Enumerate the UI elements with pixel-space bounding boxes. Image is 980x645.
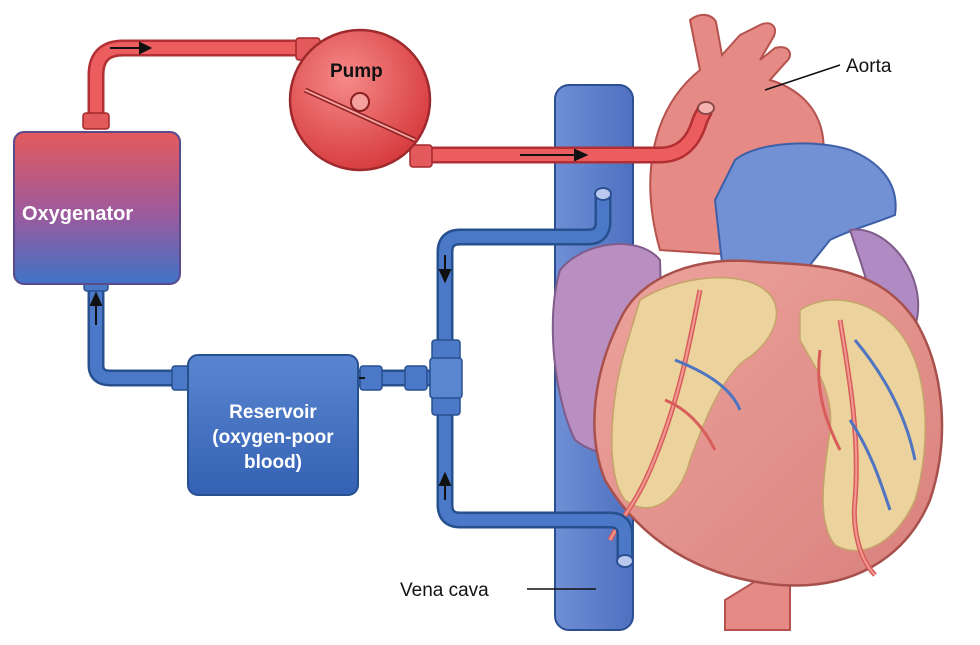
- pulmonary-artery: [713, 142, 897, 291]
- oxygenator-label: Oxygenator: [22, 203, 133, 225]
- oxygenator: Oxygenator: [13, 131, 181, 285]
- vena-cava-label: Vena cava: [400, 580, 489, 601]
- arrow-head-right-aorta: [574, 148, 589, 162]
- reservoir: Reservoir (oxygen-poor blood): [187, 354, 359, 496]
- arrow-head-up-oxygenator-lower: [89, 291, 103, 306]
- pump: Pump: [288, 28, 432, 172]
- reservoir-label-line2: (oxygen-poor: [212, 427, 334, 448]
- aorta-callout: Aorta: [764, 56, 892, 91]
- reservoir-label-line1: Reservoir: [229, 402, 317, 423]
- reservoir-label-line3: blood): [244, 452, 302, 473]
- aorta-label: Aorta: [846, 56, 892, 77]
- heart: [593, 259, 944, 587]
- arrow-head-up-blue: [438, 471, 452, 486]
- vena-cava-callout: Vena cava: [400, 580, 596, 601]
- arrow-head-down-blue: [438, 269, 452, 284]
- arrow-head-right-top: [139, 41, 153, 55]
- deoxygenated-tubing: [83, 187, 634, 568]
- pump-label: Pump: [330, 61, 383, 82]
